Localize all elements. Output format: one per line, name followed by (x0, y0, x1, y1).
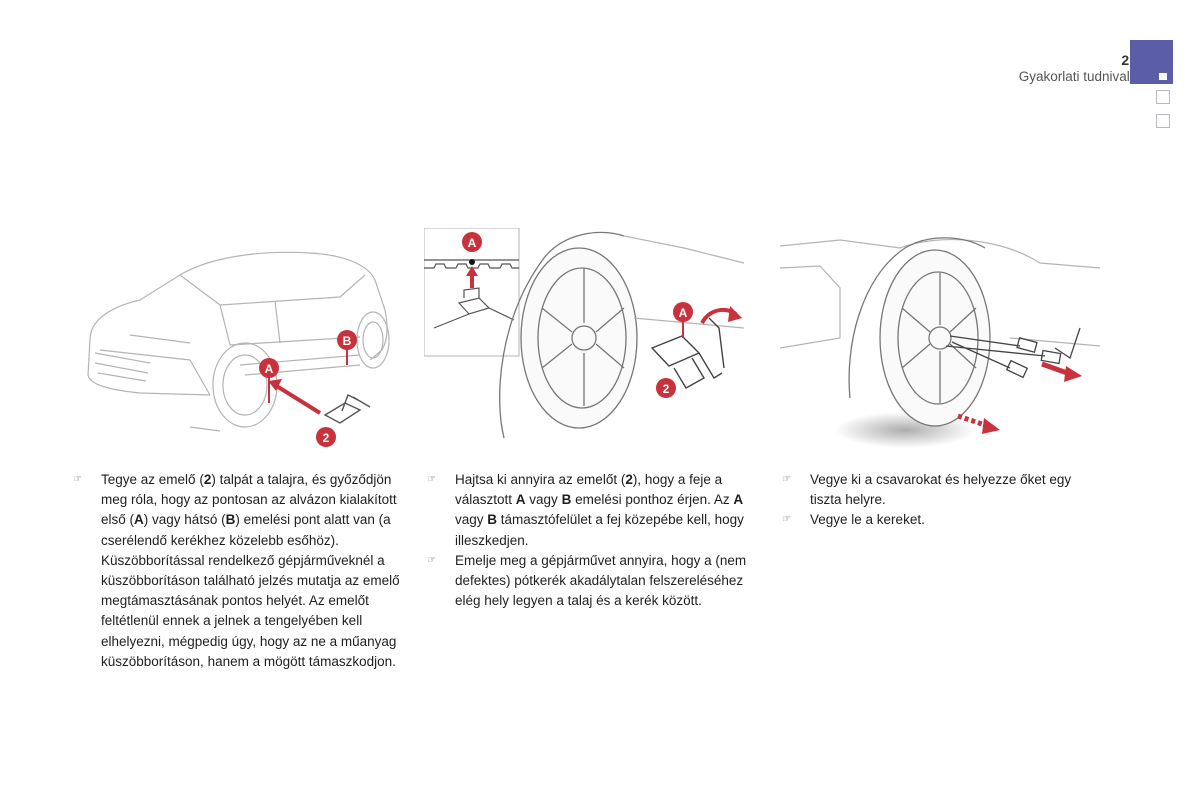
instruction-item: ☞Vegye ki a csavarokat és helyezze őket … (782, 472, 1072, 508)
wheel-removal-illustration (780, 237, 1101, 448)
callout-2-badge (316, 427, 336, 447)
instruction-column-2: ☞Hajtsa ki annyira az emelőt (2), hogy a… (427, 470, 757, 611)
figure-car-jack-points: A B 2 (70, 225, 400, 455)
instruction-column-3: ☞Vegye ki a csavarokat és helyezze őket … (782, 470, 1102, 531)
instruction-item: ☞Hajtsa ki annyira az emelőt (2), hogy a… (427, 472, 744, 548)
chapter-tab-box-2 (1156, 114, 1170, 128)
jack-icon (650, 317, 725, 389)
car-illustration: A B 2 (87, 251, 390, 447)
section-title: Gyakorlati tudnivalók (1018, 69, 1144, 84)
callout-2-label: 2 (663, 382, 670, 396)
pointing-hand-icon: ☞ (73, 474, 82, 485)
figure-jack-raise: A A 2 (424, 228, 744, 440)
inset-callout-a-badge (462, 232, 482, 252)
arrowhead-icon (268, 379, 282, 391)
chapter-tab-marker (1159, 73, 1167, 80)
instruction-column-1: ☞Tegye az emelő (2) talpát a talajra, és… (73, 470, 403, 672)
callout-a-label: A (265, 362, 274, 376)
inset-callout-a-label: A (468, 236, 477, 250)
chapter-tab (1130, 40, 1173, 84)
wheel-icon (499, 231, 638, 439)
bolts-icon (945, 327, 1081, 379)
callout-b-badge (337, 330, 357, 350)
page-header: 211 Gyakorlati tudnivalók (1019, 52, 1144, 86)
pointing-hand-icon: ☞ (427, 474, 436, 485)
instruction-list-2: ☞Hajtsa ki annyira az emelőt (2), hogy a… (427, 470, 757, 611)
instruction-list-3: ☞Vegye ki a csavarokat és helyezze őket … (782, 470, 1102, 531)
pointing-hand-icon: ☞ (782, 474, 791, 485)
instruction-list-1: ☞Tegye az emelő (2) talpát a talajra, és… (73, 470, 403, 672)
instruction-item: ☞Emelje meg a gépjárművet annyira, hogy … (427, 552, 747, 609)
page-number: 211 (1019, 52, 1144, 68)
jack-raise-illustration: A A 2 (424, 228, 744, 439)
figure-wheel-removal (780, 228, 1110, 450)
jack-icon (323, 394, 371, 424)
pointing-hand-icon: ☞ (782, 514, 791, 526)
pointing-hand-icon: ☞ (427, 554, 436, 566)
instruction-item: ☞Tegye az emelő (2) talpát a talajra, és… (73, 472, 400, 669)
callout-b-label: B (343, 334, 352, 348)
remove-wheel-arrow-icon (957, 413, 989, 429)
jack-head-icon (433, 287, 515, 329)
callout-a-label: A (679, 306, 688, 320)
callout-2-badge (656, 378, 676, 398)
callout-a-badge (259, 358, 279, 378)
chapter-tab-box-1 (1156, 90, 1170, 104)
wheel-icon (848, 237, 991, 427)
callout-a-badge (673, 302, 693, 322)
arrow-icon (273, 383, 322, 415)
callout-2-label: 2 (323, 431, 330, 445)
instruction-item: ☞Vegye le a kereket. (782, 510, 1102, 530)
